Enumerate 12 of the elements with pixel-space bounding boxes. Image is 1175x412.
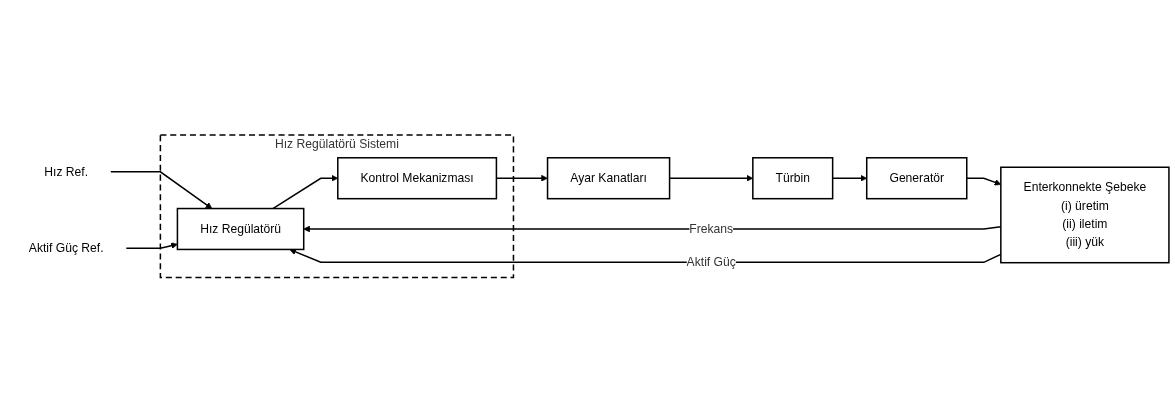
node-text: Hız Ref.	[44, 164, 89, 178]
node-box: Enterkonnekte Şebeke (i) üretim (ii) iletim (iii) yük	[1000, 166, 1170, 264]
node-box: Ayar Kanatları	[546, 156, 671, 200]
node-box: Kontrol Mekanizması	[337, 156, 498, 200]
node-text: Aktif Güç Ref.	[28, 241, 104, 255]
edge-label: Frekans	[689, 221, 734, 235]
arrow	[125, 242, 178, 249]
node-box: Hız Regülatörü	[176, 207, 305, 250]
edge-label: Aktif Güç	[686, 255, 736, 269]
node-box: Türbin	[752, 156, 834, 200]
arrow	[110, 170, 213, 209]
node-box: Generatör	[865, 156, 968, 200]
